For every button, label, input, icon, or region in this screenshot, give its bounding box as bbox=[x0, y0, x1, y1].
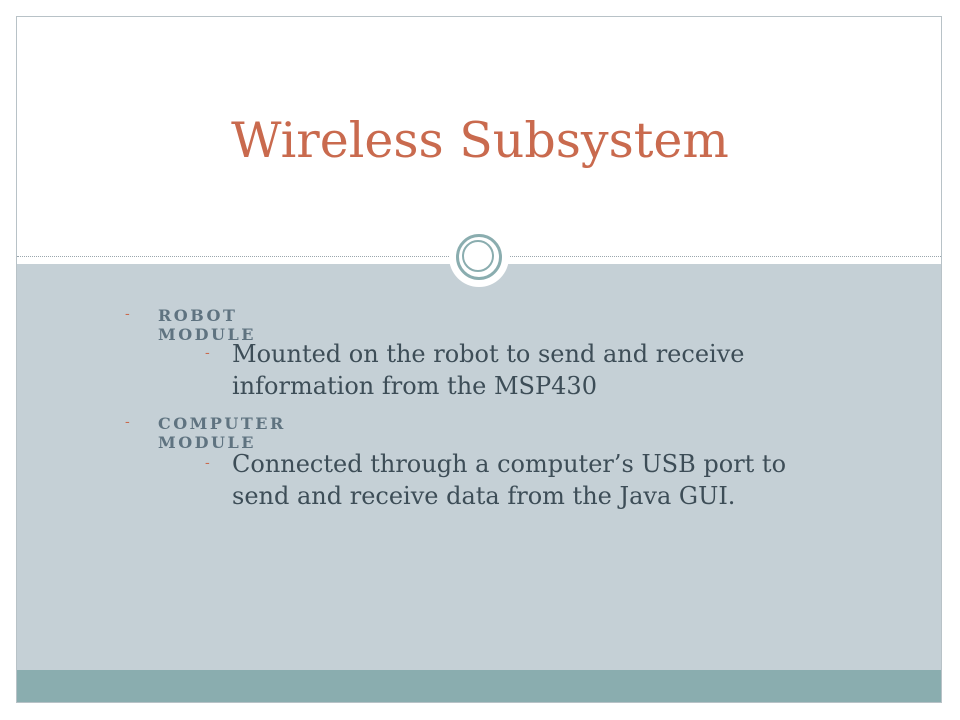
bullet-marker: - bbox=[125, 414, 130, 430]
bullet-marker: - bbox=[125, 306, 130, 322]
inner-ring bbox=[462, 240, 494, 272]
bullet-detail-robot-module: Mounted on the robot to send and receive… bbox=[232, 340, 745, 400]
bullet-heading-computer-module: COMPUTER MODULE bbox=[158, 414, 286, 452]
decorative-circle-icon bbox=[449, 227, 509, 287]
sub-bullet-marker: - bbox=[205, 455, 210, 471]
bullet-detail-computer-module: Connected through a computer’s USB port … bbox=[232, 450, 787, 510]
sub-bullet-marker: - bbox=[205, 345, 210, 361]
outer-ring bbox=[456, 234, 502, 280]
slide-title: Wireless Subsystem bbox=[231, 112, 729, 169]
content-area bbox=[17, 264, 941, 670]
slide-frame bbox=[16, 16, 942, 703]
footer-bar bbox=[17, 670, 941, 702]
title-area bbox=[17, 17, 941, 257]
bullet-heading-robot-module: ROBOT MODULE bbox=[158, 306, 256, 344]
